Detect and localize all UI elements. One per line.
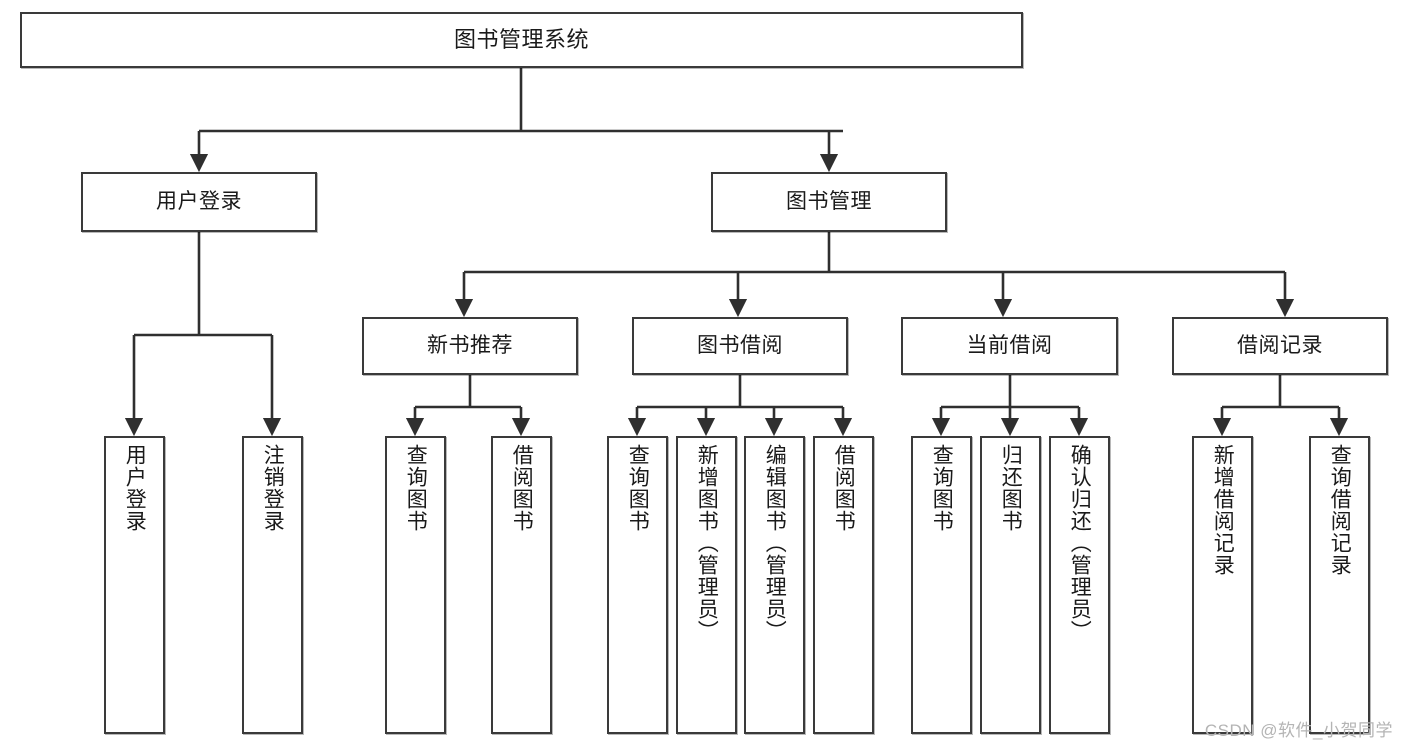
leaf-borrow-books[interactable]: 借阅图书 <box>813 436 874 734</box>
csdn-watermark: CSDN @软件_小贺同学 <box>1204 721 1393 740</box>
node-label: 用户登录 <box>156 190 242 214</box>
leaf-borrow-books-new[interactable]: 借阅图书 <box>491 436 552 734</box>
node-label: 编辑图书（管理员） <box>763 444 787 642</box>
node-label: 借阅记录 <box>1237 334 1323 358</box>
leaf-add-borrow-record[interactable]: 新增借阅记录 <box>1192 436 1253 734</box>
node-label: 确认归还（管理员） <box>1068 444 1092 642</box>
node-root-book-management-system[interactable]: 图书管理系统 <box>20 12 1023 68</box>
leaf-add-book-admin[interactable]: 新增图书（管理员） <box>676 436 737 734</box>
node-label: 借阅图书 <box>832 444 856 532</box>
node-label: 新书推荐 <box>427 334 513 358</box>
node-label: 图书借阅 <box>697 334 783 358</box>
node-new-book-recommend[interactable]: 新书推荐 <box>362 317 578 375</box>
node-label: 注销登录 <box>261 444 285 532</box>
node-book-borrow[interactable]: 图书借阅 <box>632 317 848 375</box>
node-label: 查询图书 <box>930 444 954 532</box>
leaf-query-books-new[interactable]: 查询图书 <box>385 436 446 734</box>
node-label: 图书管理系统 <box>453 26 589 52</box>
node-book-management[interactable]: 图书管理 <box>711 172 947 232</box>
node-label: 新增图书（管理员） <box>695 444 719 642</box>
leaf-query-borrow-record[interactable]: 查询借阅记录 <box>1309 436 1370 734</box>
node-label: 用户登录 <box>123 444 147 532</box>
node-borrow-records[interactable]: 借阅记录 <box>1172 317 1388 375</box>
leaf-query-books-current[interactable]: 查询图书 <box>911 436 972 734</box>
node-label: 新增借阅记录 <box>1211 444 1235 576</box>
node-current-borrow[interactable]: 当前借阅 <box>901 317 1118 375</box>
node-label: 查询图书 <box>404 444 428 532</box>
leaf-edit-book-admin[interactable]: 编辑图书（管理员） <box>744 436 805 734</box>
node-label: 当前借阅 <box>966 334 1053 358</box>
node-label: 查询借阅记录 <box>1328 444 1352 576</box>
leaf-return-books[interactable]: 归还图书 <box>980 436 1041 734</box>
node-label: 归还图书 <box>999 444 1023 532</box>
node-label: 借阅图书 <box>510 444 534 532</box>
leaf-user-login[interactable]: 用户登录 <box>104 436 165 734</box>
node-label: 图书管理 <box>786 190 872 214</box>
leaf-query-books-borrow[interactable]: 查询图书 <box>607 436 668 734</box>
leaf-confirm-return-admin[interactable]: 确认归还（管理员） <box>1049 436 1110 734</box>
node-user-login[interactable]: 用户登录 <box>81 172 317 232</box>
node-label: 查询图书 <box>626 444 650 532</box>
leaf-logout[interactable]: 注销登录 <box>242 436 303 734</box>
